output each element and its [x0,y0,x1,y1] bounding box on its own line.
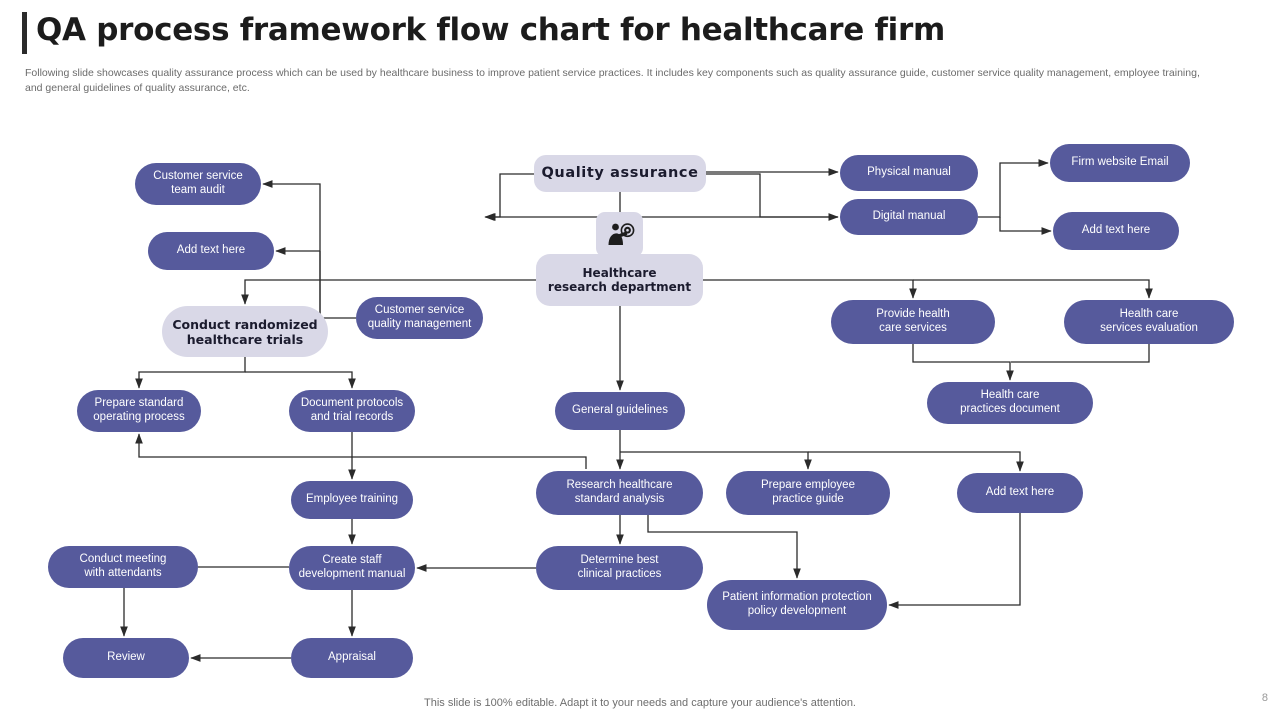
flow-node-label: Add text here [176,244,246,257]
flow-connector-lines [120,159,1153,662]
flow-node-add_text_here_right[interactable]: Add text here [957,473,1083,513]
page-title: QA process framework flow chart for heal… [36,12,945,48]
slide-subtitle: Following slide showcases quality assura… [25,67,1200,94]
flow-node-employee_training[interactable]: Employee training [291,481,413,519]
person-target-icon [596,212,643,257]
title-accent-rule [22,12,27,54]
flow-node-label: Appraisal [328,651,376,664]
flow-node-digital_manual[interactable]: Digital manual [840,199,978,235]
flow-node-add_text_here_top[interactable]: Add text here [1053,212,1179,250]
flow-node-firm_website_email[interactable]: Firm website Email [1050,144,1190,182]
flow-node-quality_assurance[interactable]: Quality assurance [534,155,706,192]
flow-node-label: Employee training [305,493,399,506]
flow-node-label: Add text here [985,486,1055,499]
flow-node-label: Firm website Email [1071,156,1169,169]
flow-node-label: Quality assurance [541,164,699,181]
flow-node-label: Digital manual [872,210,946,223]
flow-node-physical_manual[interactable]: Physical manual [840,155,978,191]
flow-node-general_guidelines[interactable]: General guidelines [555,392,685,430]
flow-node-appraisal[interactable]: Appraisal [291,638,413,678]
flow-node-label: General guidelines [572,404,668,417]
flow-node-add_text_here_left[interactable]: Add text here [148,232,274,270]
flow-node-review[interactable]: Review [63,638,189,678]
flow-node-label: Add text here [1081,224,1151,237]
page-number: 8 [1261,692,1268,704]
flow-node-label: Review [107,651,145,664]
editable-note: This slide is 100% editable. Adapt it to… [424,697,856,709]
flow-node-label: Physical manual [867,166,951,179]
